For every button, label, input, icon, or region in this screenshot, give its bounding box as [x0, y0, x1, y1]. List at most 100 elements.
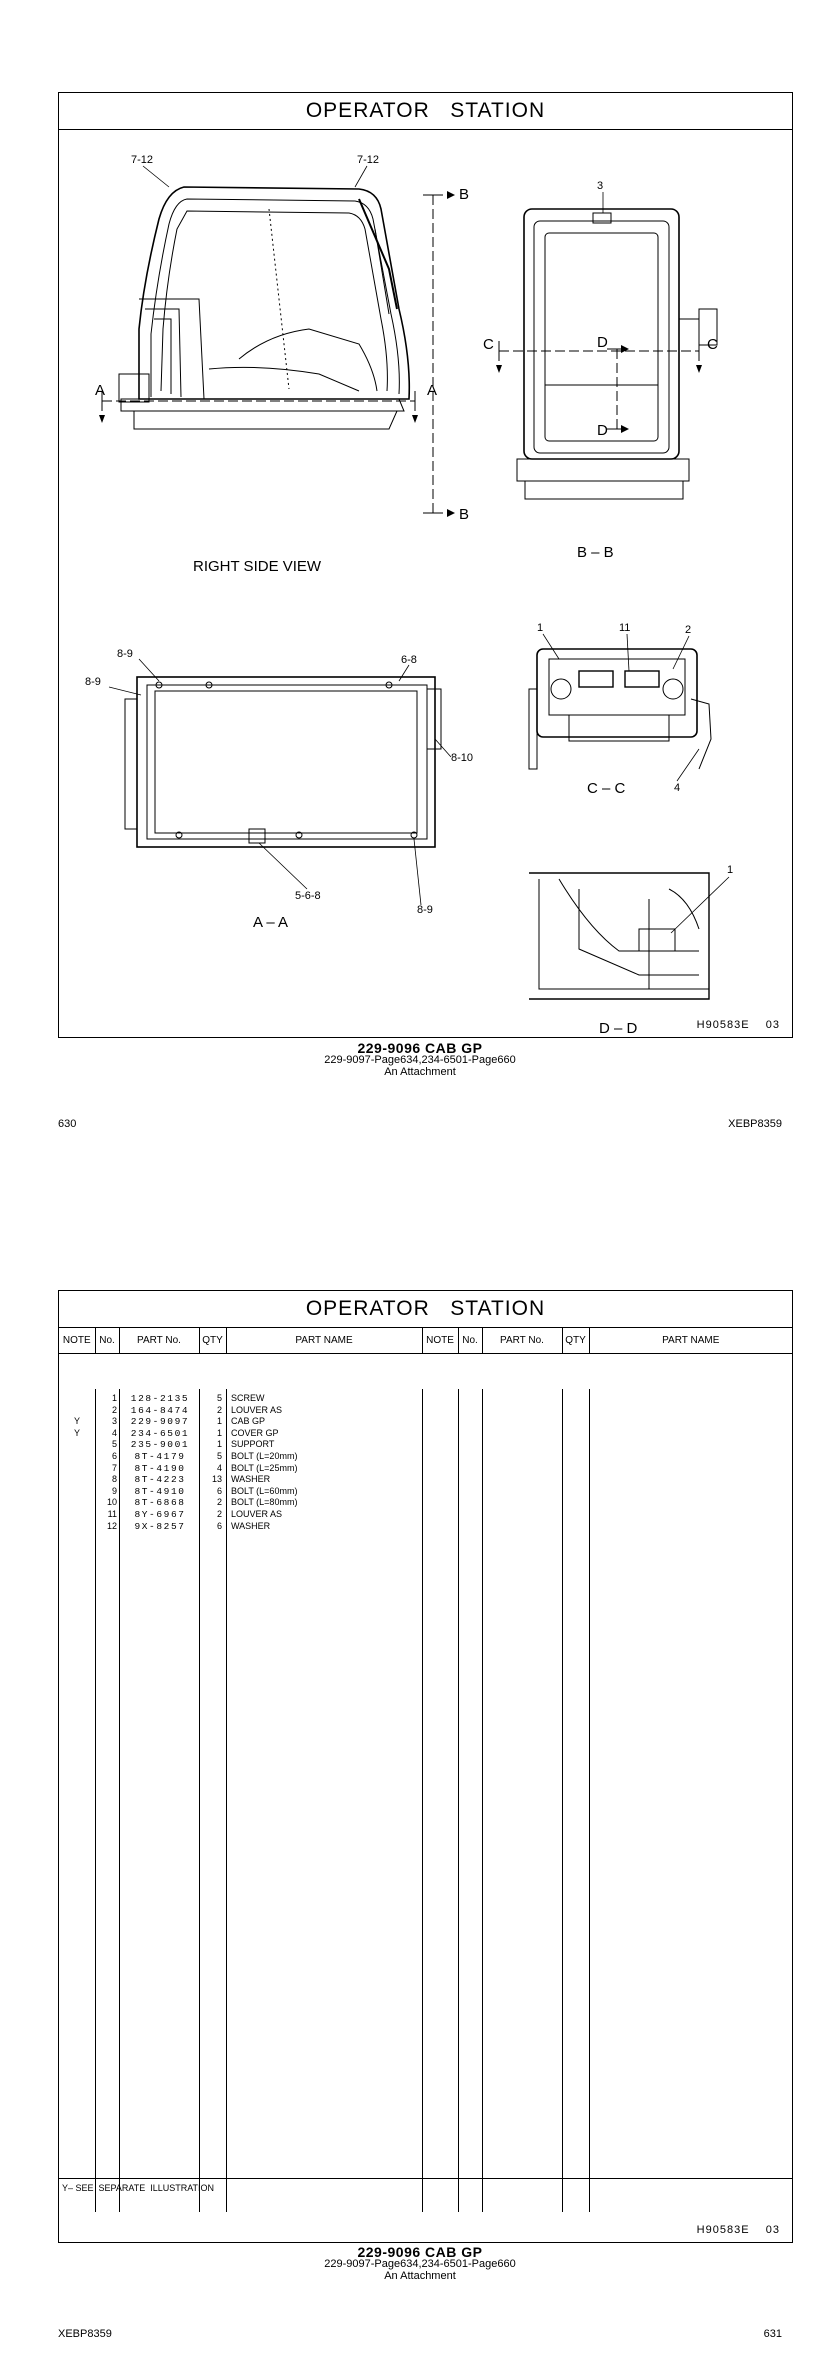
column-rule — [458, 1389, 459, 2212]
part-note-cell — [65, 1509, 89, 1521]
part-name-cell: CAB GP — [231, 1416, 266, 1427]
parts-illustration: 7-12 7-12 A A B B RIGHT SIDE VIEW 3 C C … — [85, 154, 733, 1035]
column-rule — [562, 1389, 563, 2212]
part-part-no-cell: 235-9001 — [130, 1439, 190, 1451]
part-part-no-cell: 9X-8257 — [134, 1520, 186, 1532]
part-no-cell: 7 — [111, 1462, 117, 1473]
part-name-cell: LOUVER AS — [231, 1404, 283, 1415]
part-note-cell — [65, 1393, 89, 1405]
section-mark-c-left: C — [483, 336, 494, 353]
cc-view-drawing — [528, 648, 712, 770]
part-qty-cell: 5 — [216, 1393, 222, 1403]
part-qty-cell: 4 — [216, 1462, 222, 1473]
parts-list-frame: OPERATOR STATION NOTE No. PART No. QTY P… — [58, 1290, 793, 2243]
part-qty-cell: 1 — [216, 1439, 222, 1450]
caption-title: 229-9096 CAB GP — [357, 1040, 483, 1056]
footnote-rule — [59, 2178, 792, 2179]
callout-2: 2 — [685, 624, 691, 636]
header-note: NOTE — [59, 1327, 96, 1354]
callout-7-12-left: 7-12 — [131, 154, 153, 166]
column-rule — [422, 1389, 423, 2212]
part-part-no-cell: 8T-4179 — [134, 1451, 186, 1462]
section-mark-a-right: A — [427, 382, 437, 399]
caption-title-2: 229-9096 CAB GP — [357, 2244, 483, 2260]
part-name-cell: BOLT (L=60mm) — [231, 1485, 298, 1496]
part-no-cell: 3 — [111, 1416, 117, 1427]
part-no-cell: 10 — [106, 1497, 117, 1508]
part-no-cell: 5 — [111, 1439, 117, 1450]
doc-id-page630: XEBP8359 — [728, 1118, 782, 1130]
header-part-name: PART NAME — [226, 1327, 423, 1354]
page630-caption: 229-9096 CAB GP 229-9097-Page634,234-650… — [0, 1040, 840, 1078]
part-qty-cell: 2 — [216, 1404, 222, 1415]
column-rule — [119, 1389, 120, 2212]
column-rule — [589, 1389, 590, 2212]
caption-attachment: An Attachment — [384, 1066, 456, 1078]
right-side-view-drawing — [118, 186, 411, 430]
part-name-cell: SCREW — [231, 1393, 265, 1403]
part-part-no-cell: 8Y-6967 — [134, 1509, 186, 1520]
part-qty-cell: 2 — [216, 1497, 222, 1508]
page-number-630: 630 — [58, 1118, 77, 1130]
dd-view-drawing — [529, 872, 710, 1000]
part-part-no-cell: 8T-4223 — [134, 1474, 186, 1486]
part-note-cell — [65, 1521, 89, 1533]
aa-view-caption: A – A — [253, 914, 288, 931]
right-side-view-caption: RIGHT SIDE VIEW — [193, 558, 322, 575]
part-name-cell: SUPPORT — [231, 1439, 275, 1450]
header-note-2: NOTE — [422, 1327, 459, 1354]
bb-view-drawing — [516, 208, 718, 500]
part-no-cell: 9 — [111, 1485, 117, 1496]
callout-3: 3 — [597, 180, 603, 192]
part-name-cell: BOLT (L=20mm) — [231, 1451, 298, 1461]
parts-list-title: OPERATOR STATION — [59, 1291, 792, 1328]
part-part-no-cell: 8T-6868 — [134, 1497, 186, 1509]
part-name-cell: BOLT (L=25mm) — [231, 1462, 298, 1473]
page631-caption: 229-9096 CAB GP 229-9097-Page634,234-650… — [0, 2244, 840, 2282]
part-part-no-cell: 229-9097 — [130, 1416, 190, 1428]
part-no-cell: 6 — [111, 1451, 117, 1461]
caption-subtitle: 229-9097-Page634,234-6501-Page660 — [324, 1054, 516, 1066]
callout-6-8: 6-8 — [401, 654, 417, 666]
footnote: Y– SEE SEPARATE ILLUSTRATION — [62, 2183, 215, 2193]
part-no-cell: 4 — [111, 1427, 117, 1438]
parts-table-header: NOTE No. PART No. QTY PART NAME NOTE No.… — [59, 1327, 792, 1354]
caption-attachment-2: An Attachment — [384, 2270, 456, 2282]
parts-list-reference: H90583E 03 — [696, 2224, 780, 2236]
header-qty: QTY — [199, 1327, 227, 1354]
callout-8-10: 8-10 — [451, 752, 473, 764]
part-name-cell: WASHER — [231, 1474, 271, 1485]
caption-subtitle-2: 229-9097-Page634,234-6501-Page660 — [324, 2258, 516, 2270]
part-no-cell: 12 — [106, 1520, 117, 1531]
section-mark-a-left: A — [95, 382, 105, 399]
header-part-no-2: PART No. — [482, 1327, 563, 1354]
callout-11: 11 — [619, 622, 630, 634]
part-part-no-cell: 8T-4910 — [134, 1485, 186, 1497]
column-rule — [199, 1389, 200, 2212]
column-rule — [95, 1389, 96, 2212]
part-name-cell: BOLT (L=80mm) — [231, 1497, 298, 1508]
part-qty-cell: 5 — [216, 1451, 222, 1461]
callout-4: 4 — [674, 782, 680, 794]
part-qty-cell: 1 — [216, 1416, 222, 1427]
illustration-reference: H90583E 03 — [696, 1019, 780, 1031]
header-qty-2: QTY — [562, 1327, 590, 1354]
callout-8-9-left: 8-9 — [85, 676, 101, 688]
part-note-cell — [65, 1474, 89, 1486]
part-no-cell: 8 — [111, 1474, 117, 1485]
part-part-no-cell: 8T-4190 — [134, 1462, 186, 1474]
callout-1-cc: 1 — [537, 622, 543, 634]
callout-5-6-8: 5-6-8 — [295, 890, 321, 902]
part-name-cell: LOUVER AS — [231, 1509, 283, 1519]
page-number-631: 631 — [763, 2328, 782, 2340]
header-part-name-2: PART NAME — [589, 1327, 792, 1354]
section-mark-c-right: C — [707, 336, 718, 353]
part-part-no-cell: 128-2135 — [130, 1393, 190, 1404]
callout-8-9-bottom: 8-9 — [417, 904, 433, 916]
part-note-cell — [65, 1486, 89, 1498]
dd-view-caption: D – D — [599, 1020, 638, 1035]
part-part-no-cell: 164-8474 — [130, 1404, 190, 1416]
part-name-cell: WASHER — [231, 1520, 271, 1531]
part-qty-cell: 2 — [216, 1509, 222, 1519]
part-qty-cell: 1 — [216, 1427, 222, 1438]
